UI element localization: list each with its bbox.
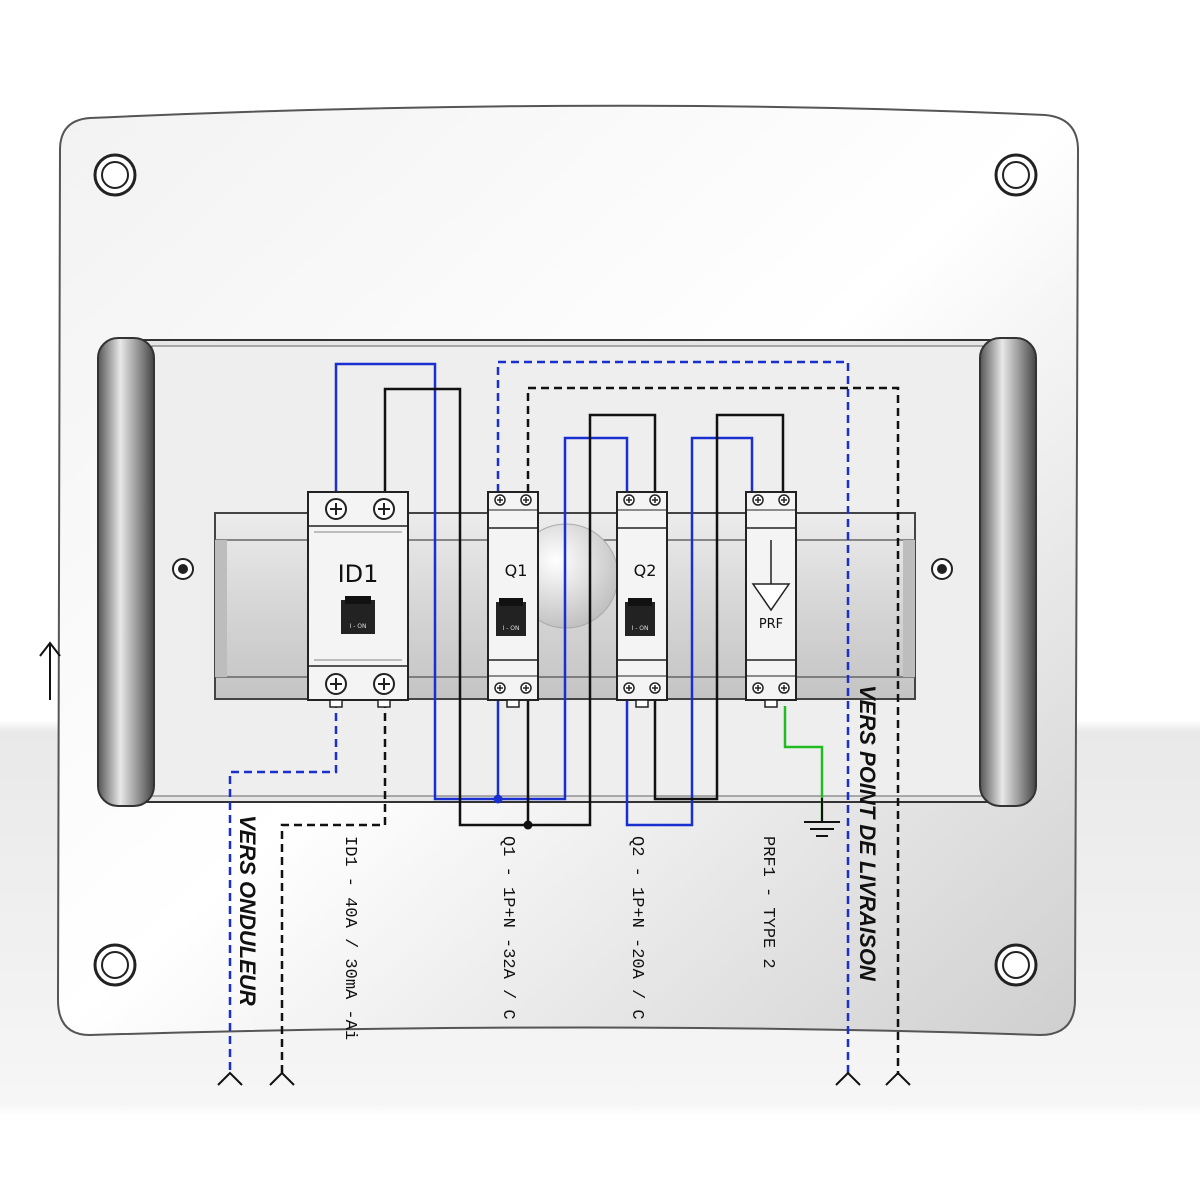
mounting-hole-icon <box>93 153 137 197</box>
q2-rating-text: Q2 - 1P+N -20A / C <box>627 836 646 1020</box>
q1-device: Q1 I - ON <box>487 491 539 708</box>
screw-terminal-icon <box>752 494 764 506</box>
mounting-hole-icon <box>994 943 1038 987</box>
left-handle <box>97 337 155 807</box>
cable-end-fork-icon <box>835 1071 861 1086</box>
q1-rating-text: Q1 - 1P+N -32A / C <box>498 836 517 1020</box>
screw-terminal-icon <box>373 498 395 520</box>
screw-terminal-icon <box>520 682 532 694</box>
id1-rating-text: ID1 - 40A / 30mA -Ai <box>340 836 359 1040</box>
junction-dot <box>493 794 503 804</box>
screw-terminal-icon <box>494 682 506 694</box>
q2-to-prf-neutral <box>653 413 785 801</box>
toggle-switch-icon[interactable]: I - ON <box>341 596 375 634</box>
screw-terminal-icon <box>623 494 635 506</box>
mounting-hole-icon <box>994 153 1038 197</box>
q2-device: Q2 I - ON <box>616 491 668 708</box>
surge-arrow-icon <box>751 540 791 612</box>
ground-symbol-icon <box>804 798 840 837</box>
earth-wire <box>783 706 824 822</box>
cable-end-fork-icon <box>217 1071 243 1086</box>
toggle-switch-icon[interactable]: I - ON <box>496 598 526 636</box>
cable-end-fork-icon <box>269 1071 295 1086</box>
screw-terminal-icon <box>520 494 532 506</box>
q1-label: Q1 <box>505 561 528 580</box>
prf-rating-text: PRF1 - TYPE 2 <box>758 836 777 969</box>
screw-terminal-icon <box>778 682 790 694</box>
inverter-destination-label: VERS ONDULEUR <box>235 815 260 1006</box>
screw-terminal-icon <box>778 494 790 506</box>
screw-terminal-icon <box>494 494 506 506</box>
mounting-hole-icon <box>93 943 137 987</box>
screw-terminal-icon <box>623 682 635 694</box>
delivery-destination-label: VERS POINT DE LIVRAISON <box>855 685 880 982</box>
id1-switch-text: I - ON <box>350 623 367 630</box>
prf-label: PRF <box>759 617 783 632</box>
q2-label: Q2 <box>634 561 657 580</box>
screw-terminal-icon <box>373 673 395 695</box>
id1-label: ID1 <box>338 560 379 588</box>
screw-terminal-icon <box>325 673 347 695</box>
screw-terminal-icon <box>325 498 347 520</box>
delivery-phase-wire <box>496 360 850 1075</box>
screw-terminal-icon <box>752 682 764 694</box>
q2-switch-text: I - ON <box>632 625 649 632</box>
id1-device: ID1 I - ON <box>307 491 409 708</box>
junction-dot <box>523 820 533 830</box>
q1-switch-text: I - ON <box>503 625 520 632</box>
inverter-neutral-wire <box>280 700 387 1075</box>
rail-screw-icon <box>172 558 194 580</box>
cable-end-fork-icon <box>885 1071 911 1086</box>
screw-terminal-icon <box>649 494 661 506</box>
right-handle <box>979 337 1037 807</box>
prf-device: PRF <box>745 491 797 708</box>
toggle-switch-icon[interactable]: I - ON <box>625 598 655 636</box>
rail-screw-icon <box>931 558 953 580</box>
screw-terminal-icon <box>649 682 661 694</box>
up-arrow-icon <box>39 641 61 700</box>
delivery-neutral-wire <box>526 386 900 1075</box>
inverter-phase-wire <box>228 700 338 1075</box>
q2-to-prf-phase <box>625 436 754 827</box>
